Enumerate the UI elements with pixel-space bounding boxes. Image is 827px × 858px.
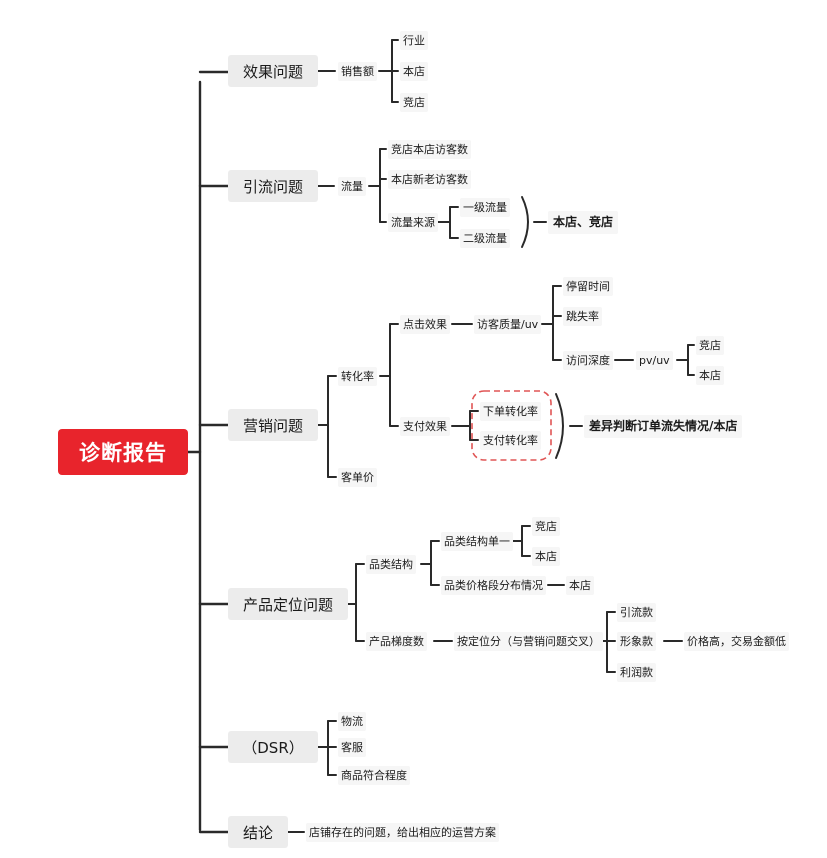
node-secondary-flow[interactable]: 二级流量 <box>460 229 510 248</box>
node-click-effect[interactable]: 点击效果 <box>400 315 450 334</box>
node-competitor[interactable]: 竞店 <box>400 93 428 112</box>
node-positioning[interactable]: 按定位分（与营销问题交叉） <box>454 632 603 651</box>
summary-own-competitor[interactable]: 本店、竞店 <box>548 211 619 234</box>
node-logistics[interactable]: 物流 <box>338 712 366 731</box>
node-pv-uv[interactable]: pv/uv <box>636 351 673 370</box>
node-conclusion-note[interactable]: 店铺存在的问题，给出相应的运营方案 <box>306 823 499 842</box>
node-pvuv-competitor[interactable]: 竞店 <box>696 336 724 355</box>
node-price-distribution[interactable]: 品类价格段分布情况 <box>441 576 546 595</box>
node-pvuv-own[interactable]: 本店 <box>696 366 724 385</box>
node-bounce-rate[interactable]: 跳失率 <box>563 307 602 326</box>
node-industry[interactable]: 行业 <box>400 31 428 50</box>
node-unit-price[interactable]: 客单价 <box>338 468 377 487</box>
topic-traffic[interactable]: 引流问题 <box>228 170 318 202</box>
node-primary-flow[interactable]: 一级流量 <box>460 198 510 217</box>
root-topic[interactable]: 诊断报告 <box>58 429 188 475</box>
node-flow[interactable]: 流量 <box>338 177 366 196</box>
node-single-competitor[interactable]: 竞店 <box>532 517 560 536</box>
node-sales[interactable]: 销售额 <box>338 62 377 81</box>
topic-conclusion[interactable]: 结论 <box>228 816 288 848</box>
node-item-match[interactable]: 商品符合程度 <box>338 766 410 785</box>
topic-dsr[interactable]: （DSR） <box>228 731 318 763</box>
node-customer-service[interactable]: 客服 <box>338 738 366 757</box>
node-single-structure[interactable]: 品类结构单一 <box>441 532 513 551</box>
node-stay-time[interactable]: 停留时间 <box>563 277 613 296</box>
node-category-structure[interactable]: 品类结构 <box>366 555 416 574</box>
node-profit-item[interactable]: 利润款 <box>617 663 656 682</box>
node-pay-conversion[interactable]: 支付转化率 <box>480 431 541 450</box>
node-single-own[interactable]: 本店 <box>532 547 560 566</box>
node-conversion[interactable]: 转化率 <box>338 367 377 386</box>
node-pay-effect[interactable]: 支付效果 <box>400 417 450 436</box>
node-visit-depth[interactable]: 访问深度 <box>563 351 613 370</box>
node-flow-source[interactable]: 流量来源 <box>388 213 438 232</box>
node-image-note[interactable]: 价格高，交易金额低 <box>684 632 789 651</box>
topic-marketing[interactable]: 营销问题 <box>228 409 318 441</box>
node-price-dist-own[interactable]: 本店 <box>566 576 594 595</box>
node-visitor-compare[interactable]: 竞店本店访客数 <box>388 140 471 159</box>
node-own-store[interactable]: 本店 <box>400 62 428 81</box>
node-order-conversion[interactable]: 下单转化率 <box>480 402 541 421</box>
node-traffic-item[interactable]: 引流款 <box>617 603 656 622</box>
node-product-gradient[interactable]: 产品梯度数 <box>366 632 427 651</box>
topic-product[interactable]: 产品定位问题 <box>228 588 348 620</box>
node-visitor-quality[interactable]: 访客质量/uv <box>474 315 542 334</box>
node-image-item[interactable]: 形象款 <box>617 632 656 651</box>
summary-order-loss[interactable]: 差异判断订单流失情况/本店 <box>584 415 743 438</box>
topic-effect[interactable]: 效果问题 <box>228 55 318 87</box>
node-new-old-visitors[interactable]: 本店新老访客数 <box>388 170 471 189</box>
